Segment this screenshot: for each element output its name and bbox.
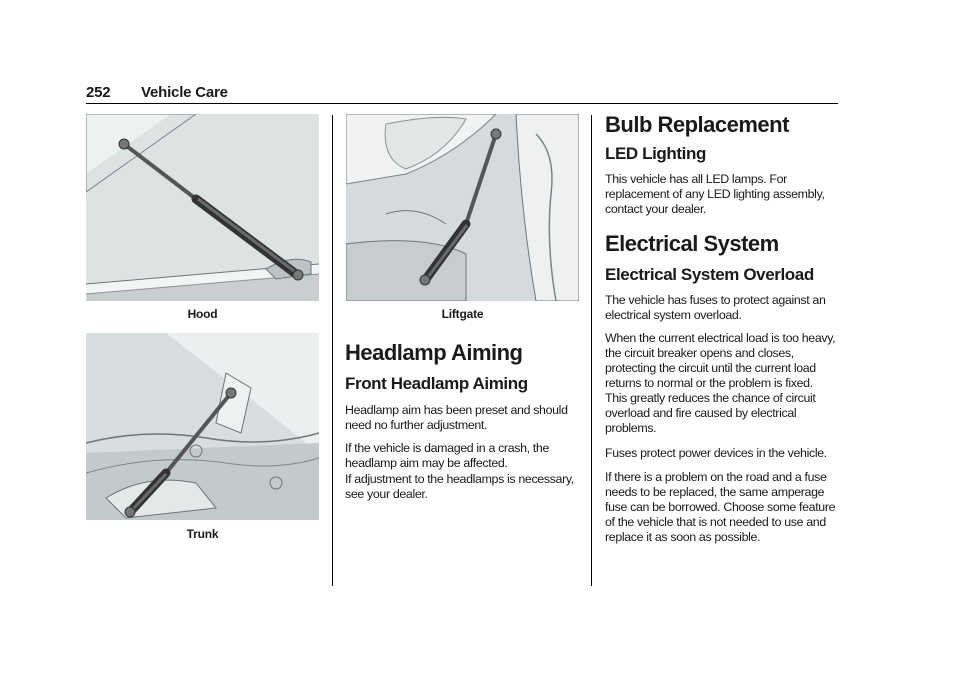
trunk-illustration [86,333,319,520]
headlamp-paragraph-2: If the vehicle is damaged in a crash, th… [345,441,549,470]
column-divider-right [591,115,592,586]
header-rule [86,103,838,104]
page-header: 252 Vehicle Care [86,84,838,104]
overload-paragraph-3: Fuses protect power devices in the vehic… [605,446,827,460]
bulb-replacement-heading: Bulb Replacement [605,112,789,137]
column-divider-left [332,115,333,586]
headlamp-aiming-heading: Headlamp Aiming [345,340,523,365]
overload-paragraph-1: The vehicle has fuses to protect against… [605,293,826,322]
overload-paragraph-4: If there is a problem on the road and a … [605,470,836,544]
front-headlamp-aiming-subheading: Front Headlamp Aiming [345,374,528,393]
section-title: Vehicle Care [141,84,228,101]
hood-illustration [86,114,319,301]
electrical-system-heading: Electrical System [605,231,779,256]
page-number: 252 [86,84,111,101]
liftgate-illustration [346,114,579,301]
overload-paragraph-2: When the current electrical load is too … [605,331,836,435]
headlamp-paragraph-3: If adjustment to the headlamps is necess… [345,472,574,501]
electrical-system-overload-subheading: Electrical System Overload [605,265,814,284]
headlamp-paragraph-1: Headlamp aim has been preset and should … [345,403,568,432]
hood-caption: Hood [187,307,218,321]
liftgate-caption: Liftgate [441,307,484,321]
trunk-caption: Trunk [186,527,219,541]
led-lighting-subheading: LED Lighting [605,144,706,163]
led-lighting-paragraph: This vehicle has all LED lamps. For repl… [605,172,825,216]
